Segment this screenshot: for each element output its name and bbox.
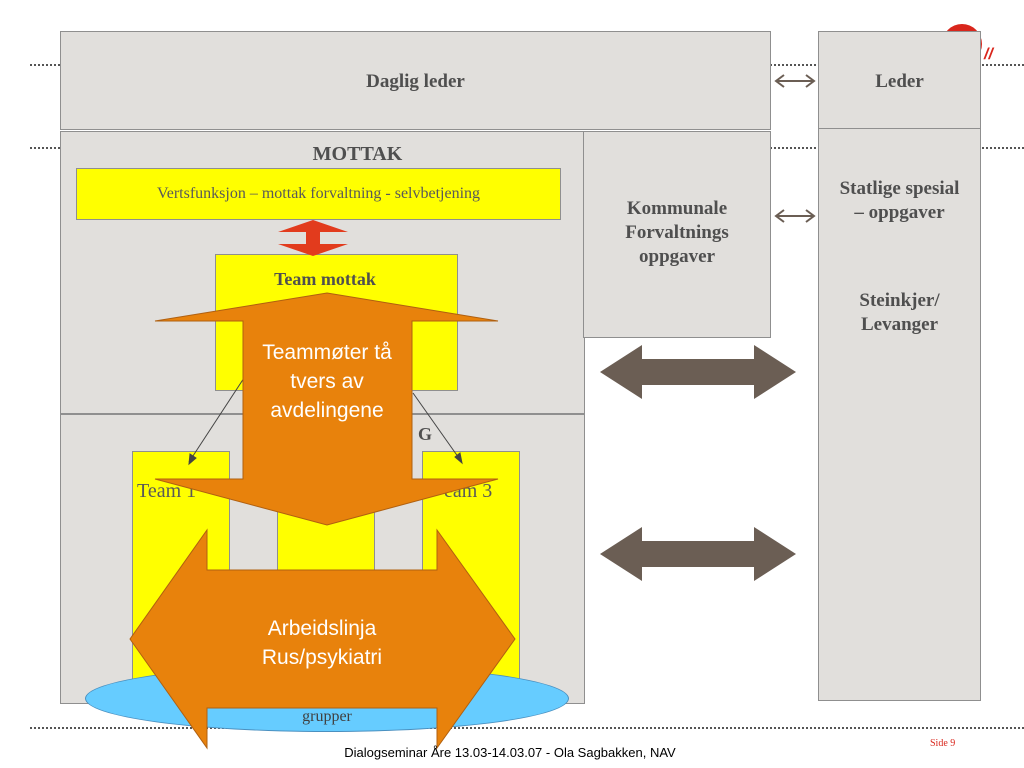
kommunale-label: Kommunale Forvaltnings oppgaver bbox=[625, 198, 729, 267]
brown-double-arrow-upper bbox=[600, 345, 796, 399]
connector-team-mottak-team-3 bbox=[412, 392, 463, 465]
connector-team-mottak-team-1 bbox=[188, 377, 245, 466]
statlige-box bbox=[818, 128, 981, 701]
leder-box bbox=[818, 31, 981, 130]
teammoter-arrow bbox=[154, 292, 499, 526]
team-mottak-label: Team mottak bbox=[274, 269, 376, 289]
arrow-daglig-leder-to-leder bbox=[774, 74, 816, 88]
statlige-label: Statlige spesial – oppgaver bbox=[839, 178, 960, 223]
kommunale-box bbox=[583, 131, 771, 338]
logo-slash-icon: // bbox=[984, 46, 993, 63]
vertsfunksjon-label: Vertsfunksjon – mottak forvaltning - sel… bbox=[156, 185, 481, 202]
footer-text: Dialogseminar Åre 13.03-14.03.07 - Ola S… bbox=[344, 745, 676, 760]
daglig-leder-label: Daglig leder bbox=[366, 71, 465, 92]
vertsfunksjon-box bbox=[76, 168, 561, 220]
arbeidslinja-label: Arbeidslinja Rus/psykiatri bbox=[261, 617, 383, 669]
teammoter-label: Teammøter tå tvers av avdelingene bbox=[262, 341, 392, 422]
leder-label: Leder bbox=[875, 71, 924, 92]
red-double-arrow bbox=[278, 220, 348, 256]
brown-double-arrow-lower bbox=[600, 527, 796, 581]
arbeidslinja-arrow bbox=[129, 528, 516, 750]
separator-line-bottom bbox=[30, 727, 1024, 729]
mottak-title: MOTTAK bbox=[312, 143, 403, 165]
oppfolging-title-partial: G bbox=[417, 424, 432, 444]
steinkjer-label: Steinkjer/ Levanger bbox=[859, 290, 940, 335]
arrow-kommunale-to-statlige bbox=[774, 209, 816, 223]
page-number: Side 9 bbox=[930, 738, 956, 749]
daglig-leder-box bbox=[60, 31, 771, 130]
